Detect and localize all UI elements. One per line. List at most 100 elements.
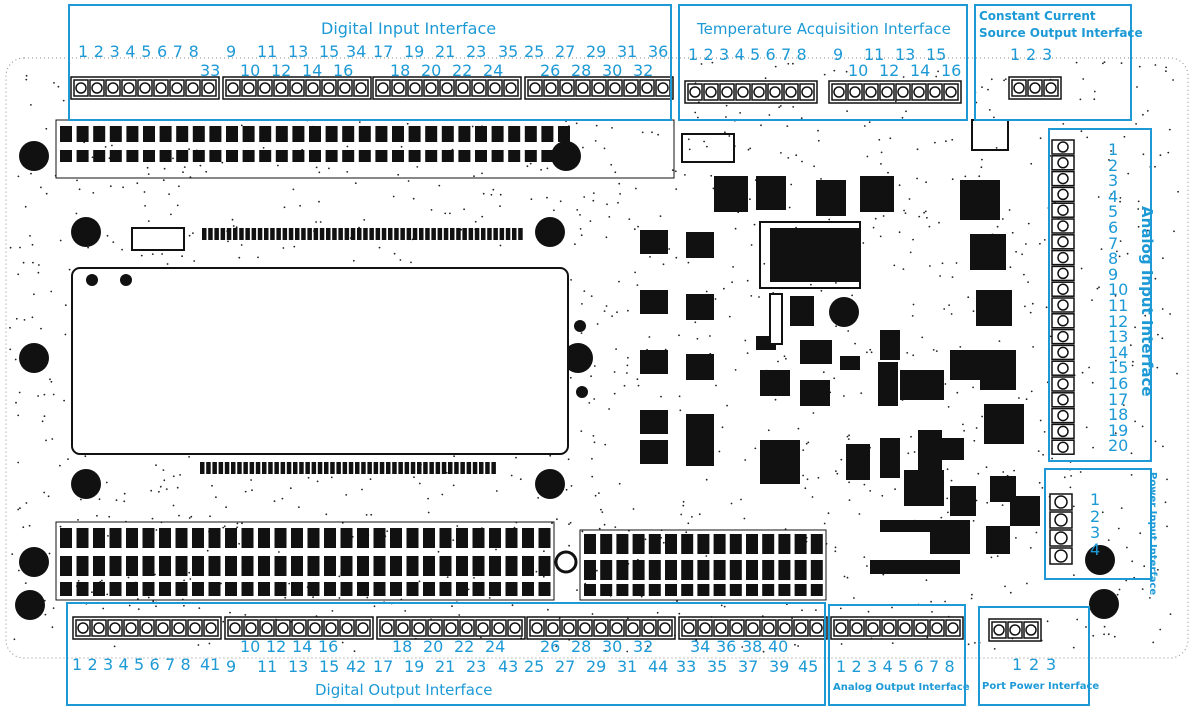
via-dot (990, 556, 993, 559)
via-dot (151, 517, 154, 520)
via-dot (404, 610, 407, 612)
via-dot (25, 78, 28, 81)
via-dot (595, 124, 598, 127)
do-relay (522, 582, 534, 596)
via-dot (45, 127, 48, 130)
via-dot (1114, 432, 1117, 435)
via-dot (956, 391, 959, 394)
do-relay (632, 584, 645, 596)
via-dot (860, 392, 863, 394)
ai-terminal-screw (1057, 157, 1069, 169)
via-dot (225, 506, 228, 509)
via-dot (1134, 326, 1136, 329)
via-dot (908, 198, 911, 200)
ai-terminal (1051, 234, 1075, 250)
inductor (769, 293, 783, 345)
ao-terminal-screw (899, 622, 911, 634)
do-relay (456, 582, 468, 596)
di-terminal-screw (355, 82, 367, 94)
header-pin (218, 462, 224, 474)
ai-terminal (1051, 297, 1075, 313)
via-dot (916, 148, 919, 151)
via-dot (872, 226, 875, 229)
via-dot (1161, 308, 1164, 310)
via-dot (795, 154, 798, 157)
ai-pin-label: 12 (1108, 311, 1129, 331)
do-relay (648, 560, 661, 580)
di-pin-label: 8 (188, 42, 199, 61)
via-dot (262, 147, 265, 149)
via-dot (568, 544, 570, 547)
via-dot (170, 213, 172, 216)
via-dot (862, 242, 865, 244)
di-terminal-screw (641, 82, 653, 94)
ic-component (846, 444, 870, 480)
ic-component (686, 294, 714, 320)
via-dot (341, 641, 344, 644)
mounting-hole (19, 141, 49, 171)
via-dot (1127, 172, 1130, 175)
do-pin-label: 37 (738, 657, 759, 676)
ai-terminal (1051, 265, 1075, 282)
via-dot (660, 395, 662, 398)
via-dot (1031, 302, 1034, 305)
via-dot (603, 310, 606, 312)
via-dot (912, 303, 915, 306)
via-dot (400, 145, 403, 148)
do-relay (159, 556, 171, 576)
mounting-hole (1085, 545, 1115, 575)
di-terminal-screw (91, 82, 103, 94)
di-resistor (441, 150, 454, 162)
ic-component (1010, 496, 1040, 526)
via-dot (863, 556, 866, 558)
di-resistor (159, 150, 172, 162)
do-relay (324, 582, 336, 596)
do-pin-label: 44 (648, 657, 669, 676)
ao-terminal-screw (947, 622, 959, 634)
do-pin-label: 2 (87, 655, 98, 674)
ao-pin-label: 5 (898, 657, 909, 676)
via-dot (911, 315, 914, 317)
ao-pin-label: 7 (929, 657, 940, 676)
ai-pin-label: 15 (1108, 358, 1129, 378)
via-dot (1131, 560, 1134, 563)
header-pin (373, 462, 379, 474)
ai-terminal (1051, 313, 1075, 329)
di-pin-label: 35 (498, 42, 519, 61)
do-relay (357, 556, 369, 576)
via-dot (951, 178, 954, 181)
di-opto (226, 126, 238, 142)
via-dot (427, 511, 430, 514)
header-pin (454, 462, 459, 474)
via-dot (657, 133, 659, 136)
do-terminal-screw (715, 622, 727, 634)
via-dot (515, 456, 517, 459)
via-dot (1154, 277, 1157, 280)
via-dot (682, 500, 685, 503)
di-terminal-screw (609, 82, 621, 94)
via-dot (92, 192, 95, 194)
ic-component (790, 296, 814, 326)
ic-component (984, 404, 1024, 444)
via-dot (67, 458, 69, 460)
analog-input-title: Analog Input Interface (1138, 206, 1156, 397)
via-dot (418, 580, 421, 583)
via-dot (616, 311, 618, 314)
do-pin-label: 11 (257, 657, 278, 676)
via-dot (251, 489, 253, 492)
via-dot (604, 649, 607, 652)
do-relay (225, 582, 237, 596)
via-dot (53, 82, 55, 84)
via-dot (576, 589, 578, 591)
via-dot (636, 284, 639, 286)
ai-pin-label: 19 (1108, 420, 1129, 440)
do-relay (681, 560, 694, 580)
via-dot (950, 479, 953, 482)
do-terminal-screw (189, 622, 201, 634)
di-resistor (475, 150, 487, 162)
via-dot (801, 160, 803, 163)
via-dot (728, 135, 731, 137)
via-dot (59, 525, 62, 528)
via-dot (596, 569, 598, 572)
led (576, 346, 588, 358)
